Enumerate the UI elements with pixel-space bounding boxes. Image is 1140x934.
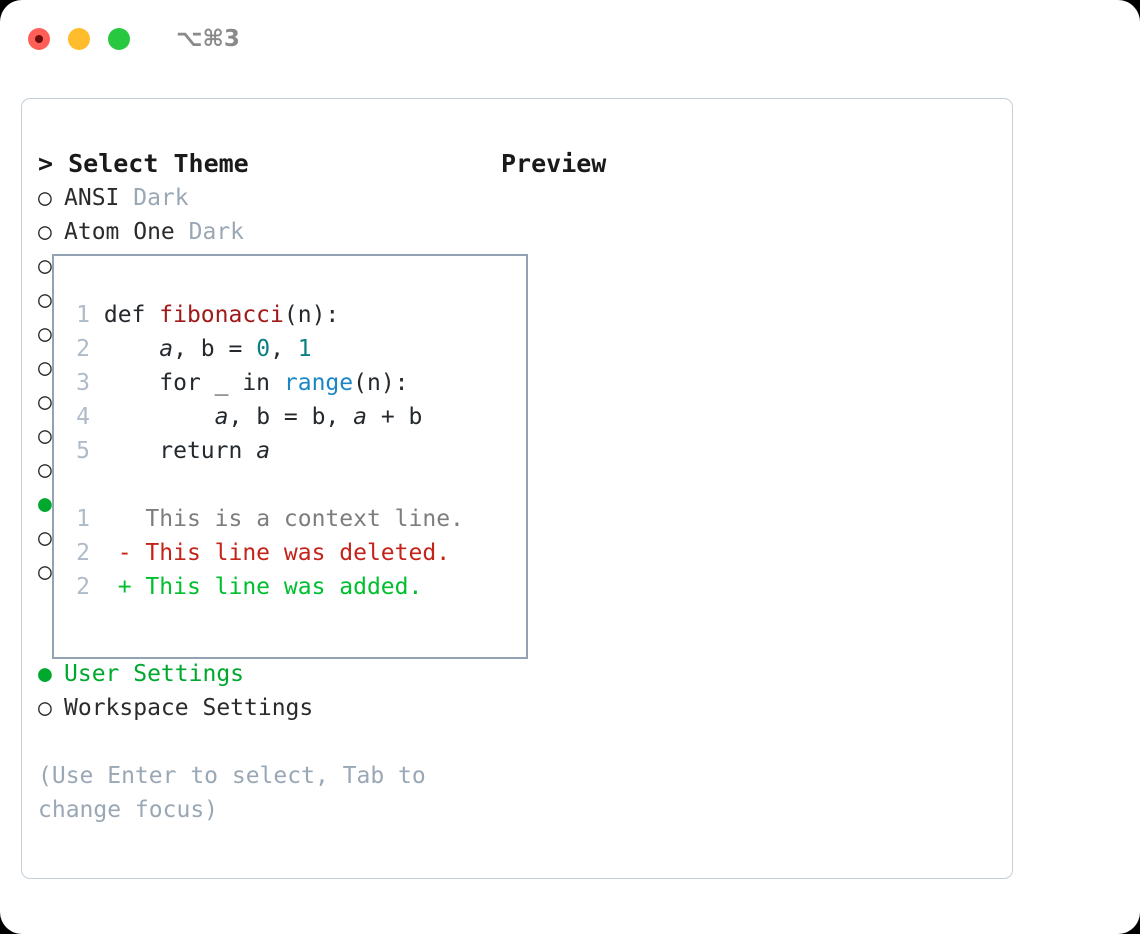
code-token: - This line was deleted.: [103, 540, 451, 566]
code-token: + b: [366, 404, 423, 430]
theme-variant-tag: Dark: [119, 185, 189, 211]
radio-unselected-icon[interactable]: ○: [38, 423, 52, 449]
theme-name: Atom One: [64, 219, 175, 245]
minimize-button-icon[interactable]: [68, 28, 90, 50]
code-token: a: [159, 336, 174, 362]
code-line: 1 This is a context line.: [68, 502, 464, 536]
preview-header: Preview: [501, 149, 607, 178]
line-number: 2: [76, 336, 90, 362]
code-token: , b =: [173, 336, 257, 362]
code-token: + This line was added.: [103, 574, 423, 600]
code-token: 0: [256, 336, 271, 362]
code-line: 2 a, b = 0, 1: [68, 332, 464, 366]
code-line: [68, 468, 464, 502]
content-panel: > Select Theme ○ANSI Dark○Atom One Dark○…: [21, 98, 1013, 879]
code-token: [104, 404, 215, 430]
code-line: 3 for _ in range(n):: [68, 366, 464, 400]
code-token: def: [103, 302, 160, 328]
code-line: 1 def fibonacci(n):: [68, 298, 464, 332]
maximize-button-icon[interactable]: [108, 28, 130, 50]
code-line: 2 - This line was deleted.: [68, 536, 464, 570]
radio-unselected-icon[interactable]: ○: [38, 695, 52, 721]
code-line: 2 + This line was added.: [68, 570, 464, 604]
code-token: range: [283, 370, 354, 396]
code-line: 4 a, b = b, a + b: [68, 400, 464, 434]
apply-to-name: User Settings: [64, 661, 245, 687]
preview-column: Preview: [501, 147, 1001, 181]
line-number: 3: [76, 370, 90, 396]
theme-list-item[interactable]: ○ ANSI Dark: [38, 181, 488, 215]
keyboard-shortcut-label: ⌥⌘3: [176, 26, 240, 52]
radio-selected-icon[interactable]: ●: [38, 661, 52, 687]
window-controls: [28, 28, 130, 50]
line-number: 5: [76, 438, 90, 464]
code-token: (n):: [353, 370, 409, 396]
radio-unselected-icon[interactable]: ○: [38, 287, 52, 313]
radio-unselected-icon[interactable]: ○: [38, 525, 52, 551]
select-theme-header: > Select Theme: [38, 149, 249, 178]
code-token: [104, 336, 159, 362]
panel-columns: > Select Theme ○ANSI Dark○Atom One Dark○…: [22, 99, 1012, 878]
apply-to-item[interactable]: ● User Settings: [38, 657, 488, 691]
code-token: [104, 472, 118, 498]
line-number: 2: [76, 574, 90, 600]
code-token: a: [256, 438, 271, 464]
code-line: 5 return a: [68, 434, 464, 468]
code-token: ,: [270, 336, 298, 362]
radio-unselected-icon[interactable]: ○: [38, 559, 52, 585]
theme-variant-tag: Dark: [174, 219, 245, 245]
apply-to-name: Workspace Settings: [64, 695, 314, 721]
radio-unselected-icon[interactable]: ○: [38, 389, 52, 415]
code-token: for _ in: [103, 370, 284, 396]
apply-to-list[interactable]: ● User Settings ○ Workspace Settings: [38, 657, 488, 725]
code-token: 1: [297, 336, 312, 362]
code-token: This is: [103, 506, 257, 532]
theme-name: ANSI: [64, 185, 120, 211]
code-token: return: [103, 438, 257, 464]
code-token: a: [256, 506, 271, 532]
radio-selected-icon[interactable]: ●: [38, 491, 52, 517]
keyboard-hint: (Use Enter to select, Tab to change focu…: [38, 763, 426, 823]
apply-to-item[interactable]: ○ Workspace Settings: [38, 691, 488, 725]
code-token: fibonacci: [159, 302, 284, 328]
close-button-icon[interactable]: [28, 28, 50, 50]
theme-list-item[interactable]: ○ Atom One Dark: [38, 215, 488, 249]
line-number: 1: [76, 506, 90, 532]
code-token: (n):: [283, 302, 340, 328]
radio-unselected-icon[interactable]: ○: [38, 321, 52, 347]
line-number: 1: [76, 302, 90, 328]
radio-unselected-icon[interactable]: ○: [38, 253, 52, 279]
code-token: a: [353, 404, 367, 430]
close-pip-icon: [35, 35, 43, 43]
code-token: context line.: [270, 506, 464, 532]
radio-unselected-icon[interactable]: ○: [38, 355, 52, 381]
code-token: , b = b,: [228, 404, 354, 430]
radio-unselected-icon[interactable]: ○: [38, 457, 52, 483]
line-number: 2: [76, 540, 90, 566]
title-bar: ⌥⌘3: [0, 0, 1140, 78]
code-token: a: [214, 404, 229, 430]
radio-unselected-icon[interactable]: ○: [38, 185, 52, 211]
line-number: 4: [76, 404, 90, 430]
radio-unselected-icon[interactable]: ○: [38, 219, 52, 245]
